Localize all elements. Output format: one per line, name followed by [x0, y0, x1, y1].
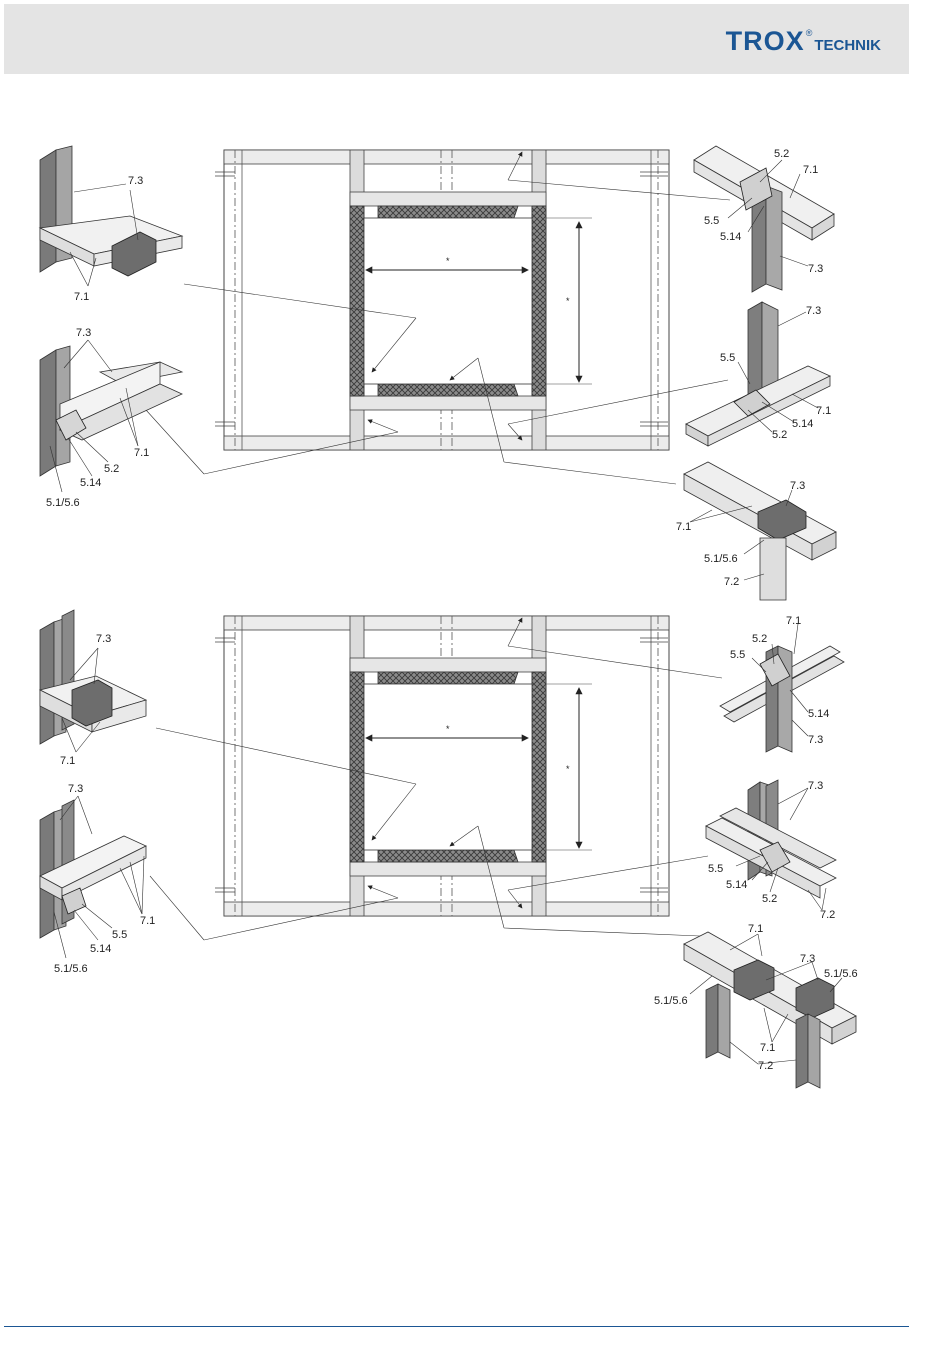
label-5-1-5-6: 5.1/5.6 [654, 995, 688, 1007]
detail-top-left-2: 7.3 7.1 5.2 5.14 5.1/5.6 [40, 327, 182, 509]
label-5-1-5-6: 5.1/5.6 [704, 553, 738, 565]
label-7-3: 7.3 [808, 734, 823, 746]
label-7-3: 7.3 [96, 633, 111, 645]
dimension-height-marker: * [566, 764, 570, 774]
label-7-1: 7.1 [676, 521, 691, 533]
footer-rule [4, 1326, 909, 1327]
detail-bottom-left-2: 7.3 7.1 5.5 5.14 5.1/5.6 [40, 783, 155, 975]
label-7-1: 7.1 [803, 164, 818, 176]
label-7-1: 7.1 [74, 291, 89, 303]
detail-bottom-left-1: 7.3 7.1 [40, 610, 146, 767]
label-5-5: 5.5 [708, 863, 723, 875]
label-5-2: 5.2 [772, 429, 787, 441]
dimension-width-marker: * [446, 724, 450, 734]
wall-elevation-top: * * [146, 150, 730, 484]
label-7-3: 7.3 [800, 953, 815, 965]
label-5-14: 5.14 [720, 231, 741, 243]
label-7-1: 7.1 [786, 615, 801, 627]
label-5-14: 5.14 [808, 708, 829, 720]
dimension-height-marker: * [566, 296, 570, 306]
label-5-1-5-6: 5.1/5.6 [54, 963, 88, 975]
label-5-2: 5.2 [774, 148, 789, 160]
label-7-1: 7.1 [140, 915, 155, 927]
label-5-2: 5.2 [104, 463, 119, 475]
wall-elevation-bottom: * * [150, 616, 722, 940]
label-5-1-5-6: 5.1/5.6 [824, 968, 858, 980]
label-5-5: 5.5 [704, 215, 719, 227]
label-7-2: 7.2 [758, 1060, 773, 1072]
detail-top-left-1: 7.3 7.1 [40, 146, 182, 303]
detail-top-right-3: 7.3 7.1 5.1/5.6 7.2 [676, 462, 836, 600]
label-7-3: 7.3 [806, 305, 821, 317]
label-7-1: 7.1 [816, 405, 831, 417]
label-7-2: 7.2 [724, 576, 739, 588]
label-5-5: 5.5 [720, 352, 735, 364]
dimension-width-marker: * [446, 256, 450, 266]
label-5-2: 5.2 [762, 893, 777, 905]
label-7-1: 7.1 [60, 755, 75, 767]
label-5-2: 5.2 [752, 633, 767, 645]
label-5-1-5-6: 5.1/5.6 [46, 497, 80, 509]
detail-bottom-right-1: 7.1 5.2 5.5 5.14 7.3 [720, 615, 844, 752]
label-5-14: 5.14 [90, 943, 111, 955]
label-7-3: 7.3 [790, 480, 805, 492]
label-7-3: 7.3 [68, 783, 83, 795]
label-5-14: 5.14 [792, 418, 813, 430]
label-7-3: 7.3 [808, 780, 823, 792]
label-7-3: 7.3 [128, 175, 143, 187]
detail-top-right-2: 7.3 5.5 7.1 5.14 5.2 [686, 302, 831, 446]
label-7-3: 7.3 [808, 263, 823, 275]
label-5-14: 5.14 [726, 879, 747, 891]
label-7-1: 7.1 [760, 1042, 775, 1054]
label-7-1: 7.1 [134, 447, 149, 459]
detail-bottom-right-2: 7.3 5.5 5.14 5.2 7.2 [706, 780, 836, 921]
label-7-1: 7.1 [748, 923, 763, 935]
label-5-5: 5.5 [112, 929, 127, 941]
detail-bottom-right-3: 7.1 7.3 5.1/5.6 5.1/5.6 7.1 7.2 [654, 923, 858, 1088]
label-5-5: 5.5 [730, 649, 745, 661]
label-7-2: 7.2 [820, 909, 835, 921]
label-5-14: 5.14 [80, 477, 101, 489]
detail-top-right-1: 5.2 7.1 5.5 5.14 7.3 [694, 146, 834, 292]
label-7-3: 7.3 [76, 327, 91, 339]
